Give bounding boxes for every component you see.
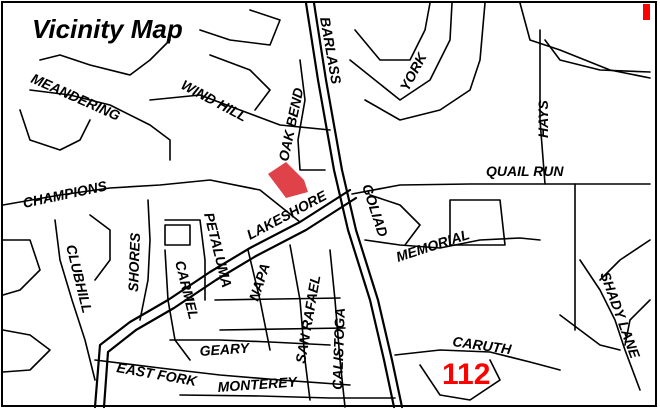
road-york [349, 2, 453, 101]
highway-label: 112 [442, 358, 490, 391]
road-east-fork [94, 359, 351, 386]
road-monterey [179, 394, 396, 399]
road-meandering-2 [39, 39, 171, 76]
road-hays-north [519, 2, 651, 79]
road-lakeshore-2 [102, 196, 358, 409]
road-shady-side3 [559, 314, 621, 351]
road-quail-run [351, 183, 651, 195]
road-barlass-goliad [312, 1, 404, 409]
road-block-h2 [219, 327, 346, 331]
road-york-2 [354, 2, 431, 61]
road-calistoga [329, 249, 346, 408]
road-oak-bend [297, 59, 326, 171]
road-barlass-goliad-east [304, 1, 396, 409]
corner-marker [643, 4, 650, 20]
road-memorial-block [449, 199, 506, 246]
road-memorial [364, 237, 541, 249]
road-shady-side2 [624, 299, 651, 346]
label-hays: HAYS [535, 99, 551, 138]
road-petaluma [164, 219, 206, 301]
road-champions [2, 179, 301, 223]
road-shores [139, 199, 151, 321]
road-caruth-loop [419, 359, 501, 401]
road-wind-hill [149, 94, 331, 131]
road-wind-hill-loop [199, 9, 281, 46]
road-wind-hill-loop-2 [209, 54, 271, 111]
site-parcel [268, 162, 308, 198]
road-hays [539, 29, 546, 185]
road-york-3 [364, 2, 486, 121]
label-geary: GEARY [199, 339, 251, 359]
label-calistoga: CALISTOGA [329, 307, 348, 390]
road-clubhill-side [2, 239, 41, 296]
road-east-curve [544, 39, 651, 73]
road-geary [169, 339, 331, 346]
map-title: Vicinity Map [32, 14, 183, 44]
label-quail-run: QUAIL RUN [486, 163, 564, 179]
road-shady-lane [579, 259, 641, 391]
label-shores: SHORES [125, 232, 143, 292]
road-caruth [394, 349, 561, 371]
road-shady-side [599, 239, 651, 281]
road-block-h1 [214, 297, 341, 301]
road-clubhill-side2 [2, 329, 51, 373]
road-shores-side [89, 214, 111, 281]
road-san-rafael [289, 244, 311, 401]
road-carmel-box [164, 224, 191, 246]
road-meandering-loop [19, 109, 91, 151]
road-meandering [29, 89, 171, 161]
road-clubhill [54, 219, 96, 381]
label-monterey: MONTEREY [217, 373, 299, 395]
road-carmel [164, 249, 191, 361]
road-lakeshore [93, 188, 352, 409]
road-goliad-spur [369, 194, 421, 246]
